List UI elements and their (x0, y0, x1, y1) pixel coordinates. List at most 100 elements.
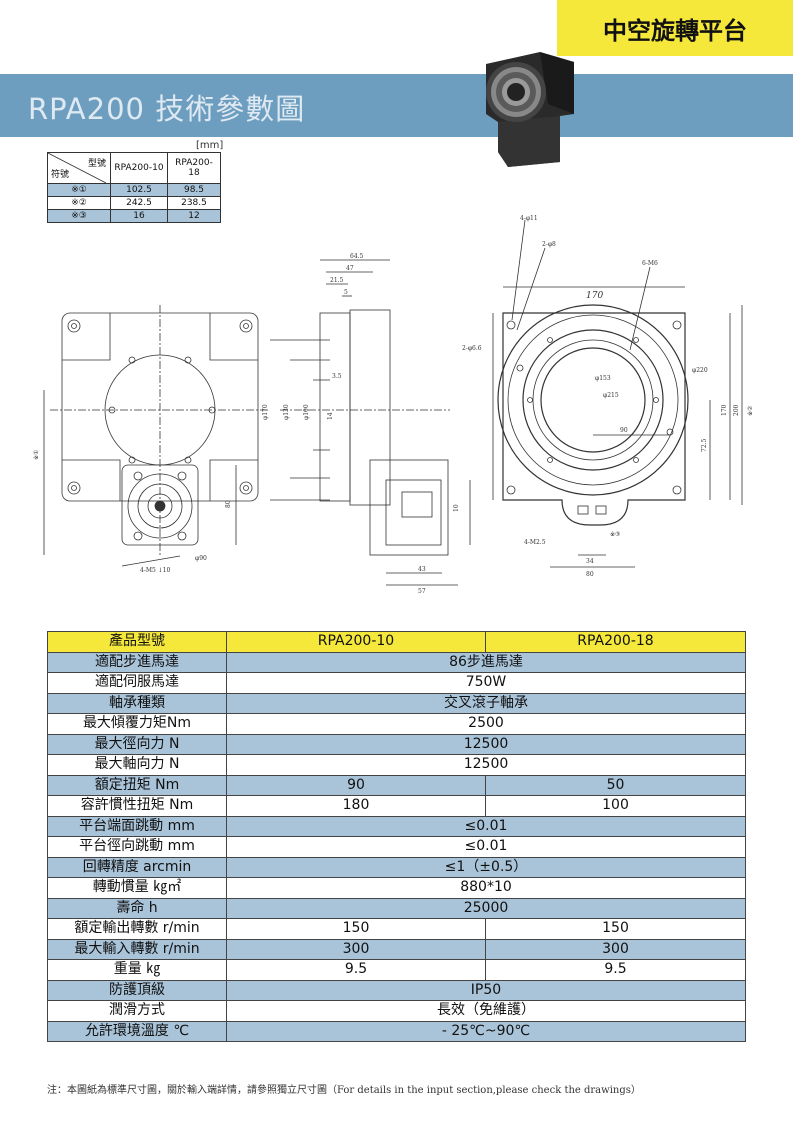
spec-label: 軸承種類 (47, 692, 227, 714)
spec-label: 最大傾覆力矩Nm (47, 713, 227, 735)
spec-header-label: 產品型號 (47, 631, 227, 653)
dim-label: 3.5 (332, 373, 342, 380)
dim-label: φ130 (283, 404, 290, 420)
dim-label: φ215 (603, 392, 619, 399)
spec-value-18: 100 (485, 795, 746, 817)
spec-label: 最大輸入轉數 r/min (47, 938, 227, 960)
spec-value-10: 90 (226, 774, 486, 796)
spec-label: 平台端面跳動 mm (47, 815, 227, 837)
front-view (43, 305, 270, 567)
dim-label: 80 (225, 500, 232, 508)
spec-row: 平台端面跳動 mm≤0.01 (47, 815, 746, 837)
spec-value: ≤0.01 (226, 815, 746, 837)
symbol-table: 型號 符號 RPA200-10 RPA200-18 ※① 102.5 98.5 … (47, 152, 221, 223)
dim-label: 57 (418, 588, 426, 595)
title-banner (0, 74, 793, 137)
dim-label: 47 (346, 265, 354, 272)
row-value: 102.5 (110, 183, 168, 197)
spec-value-10: 9.5 (226, 959, 486, 981)
dim-label: 2-φ8 (542, 241, 556, 248)
spec-row: 允許環境溫度 ℃- 25℃~90℃ (47, 1020, 746, 1042)
spec-value: 86步進馬達 (226, 651, 746, 673)
category-badge: 中空旋轉平台 (557, 0, 793, 56)
side-view (270, 259, 471, 586)
spec-row: 回轉精度 arcmin≤1（±0.5） (47, 856, 746, 878)
spec-value-18: 150 (485, 918, 746, 940)
dim-label: φ220 (692, 367, 708, 374)
spec-label: 允許環境溫度 ℃ (47, 1020, 227, 1042)
spec-label: 潤滑方式 (47, 1000, 227, 1022)
row-value: 98.5 (167, 183, 221, 197)
dim-label: 34 (586, 558, 594, 565)
row-value: 12 (167, 209, 221, 223)
spec-value: 交叉滾子軸承 (226, 692, 746, 714)
technical-drawings: ※① 80 4-M5 ↓10 φ90 64.5 47 21.5 5 φ170 φ… (33, 215, 754, 595)
row-label-1: ※① (47, 183, 111, 197)
dim-label: 5 (344, 289, 348, 296)
spec-value: 12500 (226, 754, 746, 776)
spec-value: ≤0.01 (226, 836, 746, 858)
dim-label: 4-M2.5 (524, 539, 546, 546)
dim-label: ※① (33, 450, 40, 460)
spec-label: 防護頂級 (47, 979, 227, 1001)
dim-label: ※③ (610, 531, 620, 538)
spec-header-col2: RPA200-18 (485, 631, 746, 653)
dim-label: ※② (747, 406, 754, 416)
dim-label: 170 (586, 291, 603, 301)
spec-label: 平台徑向跳動 mm (47, 836, 227, 858)
spec-label: 最大徑向力 N (47, 733, 227, 755)
spec-value: 2500 (226, 713, 746, 735)
spec-label: 額定輸出轉數 r/min (47, 918, 227, 940)
dim-label: 72.5 (701, 438, 708, 452)
corner-top-label: 型號 (87, 159, 106, 169)
dim-label: 4-φ11 (520, 215, 538, 222)
row-value: 238.5 (167, 196, 221, 210)
spec-value: 880*10 (226, 877, 746, 899)
spec-label: 重量 ㎏ (47, 959, 227, 981)
dim-label: 170 (721, 404, 728, 416)
spec-value: 750W (226, 672, 746, 694)
spec-value-10: 300 (226, 938, 486, 960)
spec-value: 25000 (226, 897, 746, 919)
col-header-1: RPA200-10 (110, 152, 168, 184)
spec-header-col1: RPA200-10 (226, 631, 486, 653)
dim-label: 43 (418, 566, 426, 573)
spec-value-10: 150 (226, 918, 486, 940)
spec-label: 轉動慣量 ㎏㎡ (47, 877, 227, 899)
dim-label: φ100 (303, 404, 310, 420)
spec-value-18: 50 (485, 774, 746, 796)
unit-label: [mm] (196, 140, 224, 151)
corner-bottom-label: 符號 (51, 170, 70, 180)
dim-label: 4-M5 ↓10 (140, 567, 171, 574)
dim-label: 2-φ6.6 (462, 345, 482, 352)
spec-row: 潤滑方式長效（免維護） (47, 1000, 746, 1022)
spec-value-10: 180 (226, 795, 486, 817)
spec-label: 額定扭矩 Nm (47, 774, 227, 796)
spec-value-18: 9.5 (485, 959, 746, 981)
spec-label: 最大軸向力 N (47, 754, 227, 776)
page-title: RPA200 技術參數圖 (28, 92, 306, 126)
spec-value: - 25℃~90℃ (226, 1020, 746, 1042)
dim-label: 80 (586, 571, 594, 578)
spec-label: 回轉精度 arcmin (47, 856, 227, 878)
spec-label: 壽命 h (47, 897, 227, 919)
dim-label: 200 (733, 404, 740, 416)
dim-label: φ153 (595, 375, 611, 382)
product-image (486, 52, 574, 167)
spec-value: ≤1（±0.5） (226, 856, 746, 878)
row-value: 242.5 (110, 196, 168, 210)
top-view (492, 219, 743, 568)
footnote: 注：本圖紙為標準尺寸圖，關於輸入端詳情，請參照獨立尺寸圖（For details… (47, 1085, 641, 1096)
